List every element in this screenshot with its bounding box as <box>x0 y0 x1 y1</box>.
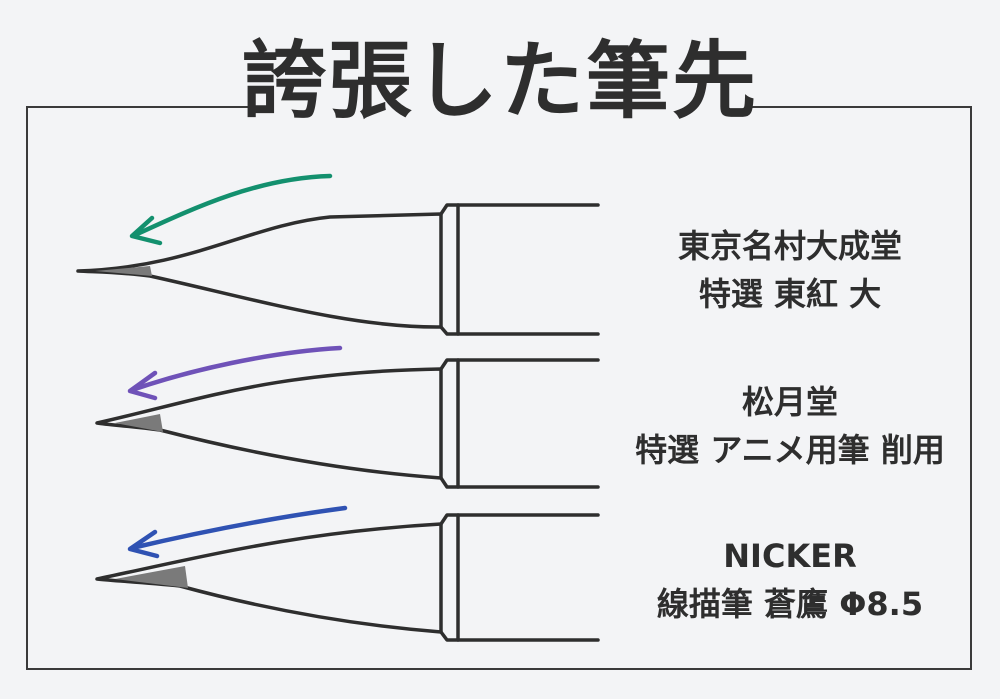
brush-1-handle <box>456 203 600 336</box>
arrow-1-icon <box>129 173 333 246</box>
brush-label-3: NICKER 線描筆 蒼鷹 Φ8.5 <box>600 532 980 628</box>
brush-2-ferrule <box>439 358 460 489</box>
brush-1 <box>76 203 600 336</box>
brush-label-1: 東京名村大成堂 特選 東紅 大 <box>600 222 980 318</box>
brush-label-2-maker: 松月堂 <box>741 383 838 421</box>
brush-3-ferrule <box>439 513 460 642</box>
brush-1-ferrule <box>439 203 460 336</box>
brush-label-2: 松月堂 特選 アニメ用筆 削用 <box>600 378 980 474</box>
brush-2 <box>95 358 600 489</box>
brush-label-1-maker: 東京名村大成堂 <box>677 227 902 265</box>
brush-3-handle <box>456 513 600 642</box>
brush-2-tip-shade <box>115 414 163 432</box>
brush-1-tip-shade <box>95 266 152 276</box>
brush-label-3-model: 線描筆 蒼鷹 Φ8.5 <box>656 585 924 623</box>
brush-2-handle <box>456 358 600 489</box>
page-title: 誇張した筆先 <box>242 14 756 134</box>
brush-label-2-model: 特選 アニメ用筆 削用 <box>635 431 945 469</box>
arrow-3-icon <box>127 505 348 559</box>
brush-label-3-maker: NICKER <box>723 537 857 575</box>
brush-3-tip-shade <box>115 566 188 588</box>
arrow-2-icon <box>127 345 343 401</box>
brush-3 <box>95 513 600 642</box>
brush-label-1-model: 特選 東紅 大 <box>698 275 882 313</box>
